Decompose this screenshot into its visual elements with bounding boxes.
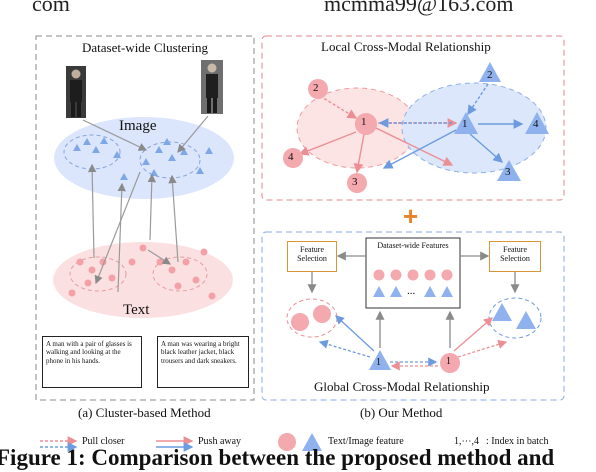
local-image-node-1-label: 1	[462, 118, 468, 130]
legend-image-feature-icon	[302, 433, 322, 451]
legend-text-feature-icon	[278, 433, 296, 451]
panel-a-title: Dataset-wide Clustering	[82, 40, 208, 55]
local-image-node-4-label: 4	[533, 118, 539, 130]
legend-feature-label: Text/Image feature	[328, 436, 404, 447]
legend-push-label: Push away	[198, 436, 242, 447]
text-label: Text	[123, 302, 150, 318]
panel-a-frame	[35, 35, 255, 401]
local-text-node-2-label: 2	[313, 82, 319, 94]
local-panel-frame	[261, 35, 565, 201]
person-photo-left	[66, 66, 86, 118]
panel-a-sublabel: (a) Cluster-based Method	[78, 405, 211, 420]
local-image-node-2-label: 2	[487, 69, 493, 81]
local-text-node-4	[283, 148, 303, 168]
dataset-wide-ellipsis: ...	[407, 285, 416, 297]
local-text-node-1-label: 1	[361, 116, 367, 128]
header-right-text: mcmma99@163.com	[324, 0, 514, 16]
header-left-text: com	[32, 0, 70, 16]
local-text-node-4-label: 4	[288, 151, 294, 163]
local-image-node-3-label: 3	[505, 166, 511, 178]
image-label: Image	[119, 118, 157, 134]
global-image-node	[369, 350, 391, 370]
plus-sign: +	[403, 201, 419, 231]
local-text-node-2	[308, 79, 328, 99]
image-features-a	[73, 137, 213, 180]
text-description-box-1: A man with a pair of glasses is walking …	[42, 336, 142, 388]
text-description-box-2: A man was wearing a bright black leather…	[157, 336, 249, 388]
legend-pull-label: Pull closer	[82, 436, 125, 447]
local-image-node-1	[454, 112, 478, 134]
person-photo-right	[201, 60, 223, 114]
feature-selection-right: Feature Selection	[489, 241, 541, 272]
local-text-node-3-label: 3	[352, 176, 358, 188]
legend-index-symbol: 1,⋯,4	[454, 436, 479, 447]
local-image-node-3	[497, 160, 521, 181]
global-panel-frame	[261, 231, 565, 401]
feature-selection-left: Feature Selection	[287, 241, 337, 272]
global-image-node-label: 1	[376, 357, 381, 368]
global-text-node-label: 1	[446, 356, 451, 367]
panel-b-sublabel: (b) Our Method	[360, 405, 443, 420]
local-text-node-1	[355, 113, 377, 135]
legend-index-label: : Index in batch	[486, 436, 549, 447]
text-features-a	[68, 244, 216, 300]
global-text-node	[440, 353, 460, 373]
local-panel-title: Local Cross-Modal Relationship	[321, 39, 491, 54]
local-text-node-3	[347, 173, 367, 193]
figure-caption: Figure 1: Comparison between the propose…	[0, 445, 555, 470]
local-image-node-4	[525, 112, 549, 134]
global-panel-title: Global Cross-Modal Relationship	[314, 379, 490, 394]
image-cluster-region	[54, 117, 234, 199]
local-image-node-2	[479, 62, 501, 82]
dataset-wide-label: Dataset-wide Features	[377, 241, 449, 250]
